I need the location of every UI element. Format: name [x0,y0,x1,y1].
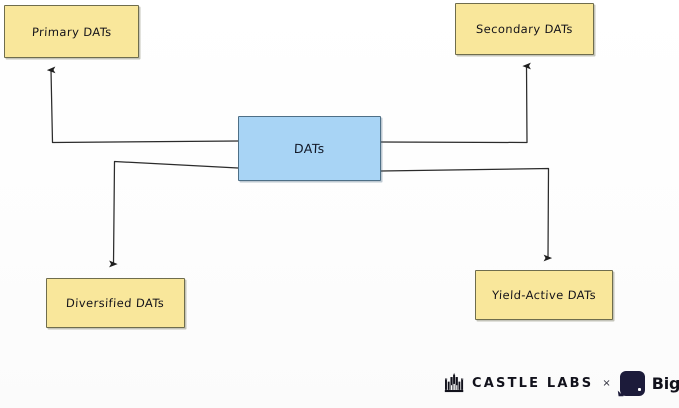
node-label: Yield-Active DATs [491,288,597,302]
footer-credits: CASTLE LABS × Big The Whale [443,366,679,400]
node-label: Primary DATs [31,24,112,39]
edge-dats-to-primary [46,66,239,144]
edge-dats-to-diversified [109,160,239,268]
node-yield-active-dats[interactable]: Yield-Active DATs [475,270,613,320]
node-label: Diversified DATs [65,296,165,310]
whale-tail [617,390,624,396]
whale-icon [617,370,645,396]
castle-labs-wordmark: CASTLE LABS [472,375,594,391]
node-label: DATs [293,141,326,156]
node-secondary-dats[interactable]: Secondary DATs [455,3,594,55]
node-dats-center[interactable]: DATs [238,116,381,181]
node-primary-dats[interactable]: Primary DATs [4,5,139,58]
castle-icon [444,372,464,393]
collab-separator: × [602,377,611,389]
node-label: Secondary DATs [475,22,574,36]
whale-eye [637,387,641,391]
node-diversified-dats[interactable]: Diversified DATs [46,278,185,328]
big-whale-big: Big [651,373,679,393]
edge-dats-to-secondary [380,62,531,144]
edge-dats-to-yield [380,167,553,262]
big-whale-wordmark: Big The Whale [652,374,679,393]
